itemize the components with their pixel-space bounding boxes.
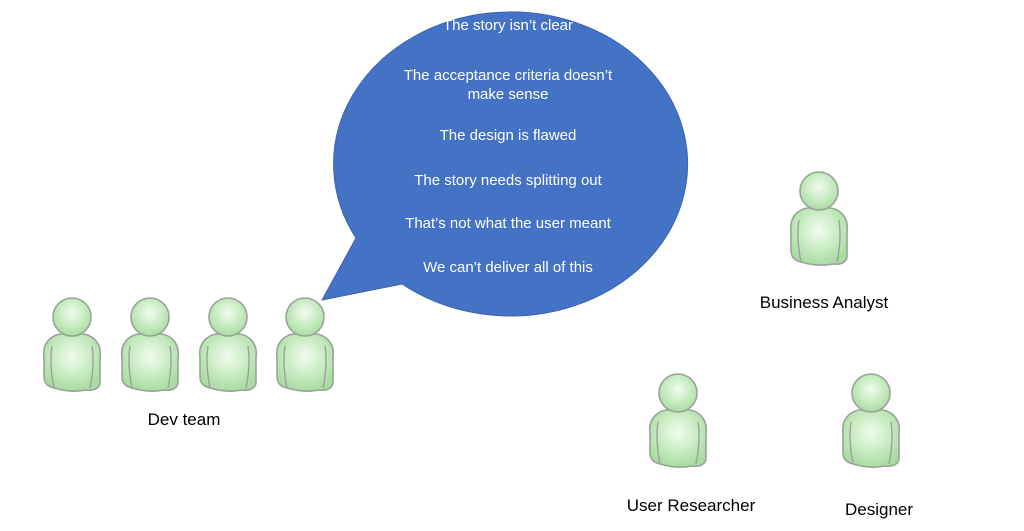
speech-bubble [321, 11, 689, 317]
bubble-line-acceptance-criteria: The acceptance criteria doesn’t [403, 67, 613, 84]
person-icon-designer [837, 372, 905, 470]
bubble-line-make-sense: make sense [467, 86, 549, 103]
label-business-analyst: Business Analyst [759, 293, 889, 312]
label-designer: Designer [844, 500, 914, 519]
label-user-researcher: User Researcher [626, 496, 756, 515]
person-icon-dev-4 [271, 296, 339, 394]
person-icon-dev-2 [116, 296, 184, 394]
label-dev-team: Dev team [147, 410, 221, 429]
person-icon-business-analyst [785, 170, 853, 268]
bubble-line-not-user-meant: That’s not what the user meant [405, 215, 611, 232]
person-icon-dev-1 [38, 296, 106, 394]
person-icon-dev-3 [194, 296, 262, 394]
bubble-line-cant-deliver: We can’t deliver all of this [423, 259, 593, 276]
bubble-line-design-flawed: The design is flawed [439, 127, 577, 144]
bubble-line-story-unclear: The story isn’t clear [442, 17, 574, 34]
person-icon-user-researcher [644, 372, 712, 470]
bubble-line-needs-splitting: The story needs splitting out [414, 172, 602, 189]
